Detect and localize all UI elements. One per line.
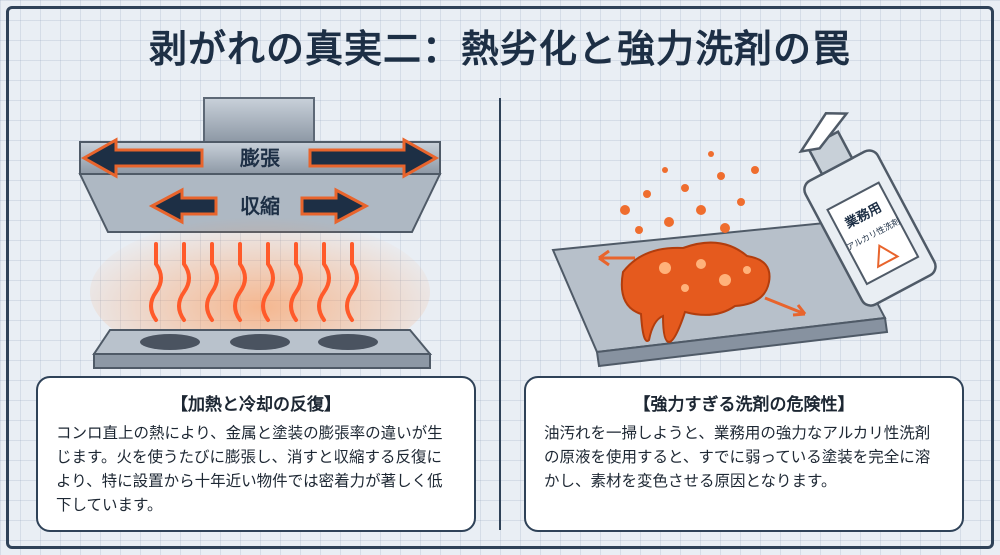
card-body: 油汚れを一掃しようと、業務用の強力なアルカリ性洗剤の原液を使用すると、すでに弱っ… [544,424,931,490]
detergent-danger-card: 【強力すぎる洗剤の危険性】 油汚れを一掃しようと、業務用の強力なアルカリ性洗剤の… [524,376,964,532]
thermal-cycle-card: 【加熱と冷却の反復】 コンロ直上の熱により、金属と塗装の膨張率の違いが生じます。… [36,376,476,532]
center-divider [499,98,501,530]
card-title: 【強力すぎる洗剤の危険性】 [633,395,855,415]
hood-duct [203,97,315,143]
spray-bottle-icon: 業務用 アルカリ性洗剤 [798,111,937,307]
hazard-icon [876,243,900,269]
melted-paint [620,241,771,344]
expand-arrows-icon [80,137,440,179]
expand-label: 膨張 [239,146,281,170]
detergent-illustration: 業務用 アルカリ性洗剤 [515,92,985,378]
page-title: 剥がれの真実二：熱劣化と強力洗剤の罠 [148,27,851,71]
card-title: 【加熱と冷却の反復】 [171,395,341,415]
shrink-label: 収縮 [240,194,280,218]
heat-waves-icon [149,242,359,322]
outer-frame [6,6,994,549]
spread-arrows-icon [598,249,807,317]
card-body: コンロ直上の熱により、金属と塗装の膨張率の違いが生じます。火を使うたびに膨張し、… [56,424,443,514]
range-hood-illustration: 膨張 収縮 [20,92,490,378]
shrink-arrows-icon [148,187,370,225]
paint-bubbles [659,259,751,292]
burner-icon [140,334,378,350]
spray-droplets [620,151,759,234]
